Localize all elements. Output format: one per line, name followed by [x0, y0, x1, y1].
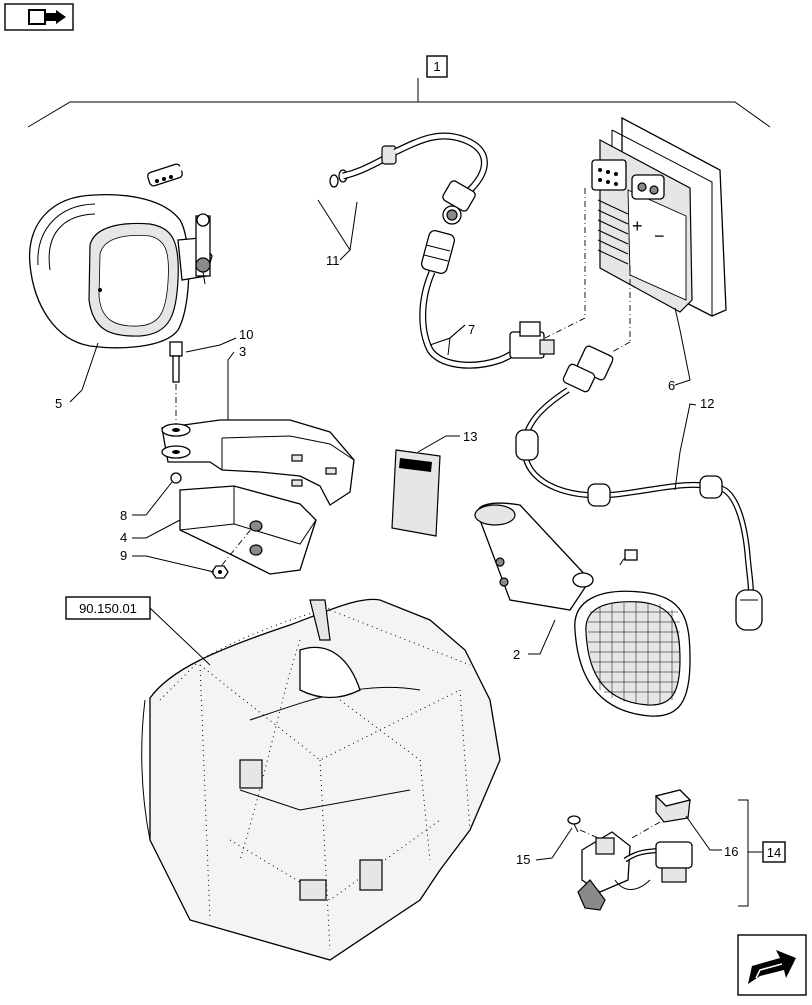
callout-5[interactable]: 5 [55, 396, 62, 411]
kit-1-label: 1 [433, 59, 440, 74]
callout-16[interactable]: 16 [724, 844, 738, 859]
callout-7[interactable]: 7 [468, 322, 475, 337]
callout-12[interactable]: 12 [700, 396, 714, 411]
reference-box[interactable]: 90.150.01 [65, 596, 151, 620]
callout-4[interactable]: 4 [120, 530, 127, 545]
kit-1-box[interactable] [426, 55, 448, 78]
next-page-arrow-icon[interactable] [737, 934, 807, 996]
lower-mounting-bracket[interactable] [179, 485, 317, 575]
switch-assembly[interactable] [577, 831, 693, 911]
wiring-harness[interactable] [147, 132, 488, 225]
washer[interactable] [170, 472, 182, 484]
minus-symbol: − [654, 226, 665, 246]
kit-14-box[interactable] [762, 841, 786, 863]
screw[interactable] [567, 815, 581, 833]
book-arrow-icon[interactable] [4, 3, 74, 31]
callout-13[interactable]: 13 [463, 429, 477, 444]
callout-6[interactable]: 6 [668, 378, 675, 393]
bolt[interactable] [169, 341, 183, 426]
relay-module[interactable]: + − [591, 116, 727, 317]
callout-11[interactable]: 11 [326, 253, 340, 268]
kit-bracket-1: 1 [27, 55, 771, 128]
round-work-light[interactable] [28, 194, 213, 349]
kit-bracket-14: 14 [738, 799, 786, 907]
reference-label: 90.150.01 [79, 601, 137, 616]
cab-frame [141, 598, 501, 961]
callout-15[interactable]: 15 [516, 852, 530, 867]
callout-9[interactable]: 9 [120, 548, 127, 563]
harness-adapter[interactable] [419, 229, 555, 369]
work-light-with-bracket[interactable] [474, 502, 691, 717]
nut[interactable] [211, 565, 229, 579]
light-harness[interactable] [515, 345, 763, 631]
instruction-leaflet[interactable] [391, 449, 441, 537]
switch-cap[interactable] [654, 789, 692, 823]
callout-labels: 11 7 6 12 5 10 3 8 4 9 13 2 15 16 [55, 253, 738, 867]
callout-2[interactable]: 2 [513, 647, 520, 662]
callout-10[interactable]: 10 [239, 327, 253, 342]
kit-14-label: 14 [767, 845, 781, 860]
plus-symbol: + [632, 216, 643, 236]
callout-3[interactable]: 3 [239, 344, 246, 359]
leader-lines [69, 199, 722, 861]
upper-mounting-bracket[interactable] [161, 419, 355, 506]
callout-8[interactable]: 8 [120, 508, 127, 523]
